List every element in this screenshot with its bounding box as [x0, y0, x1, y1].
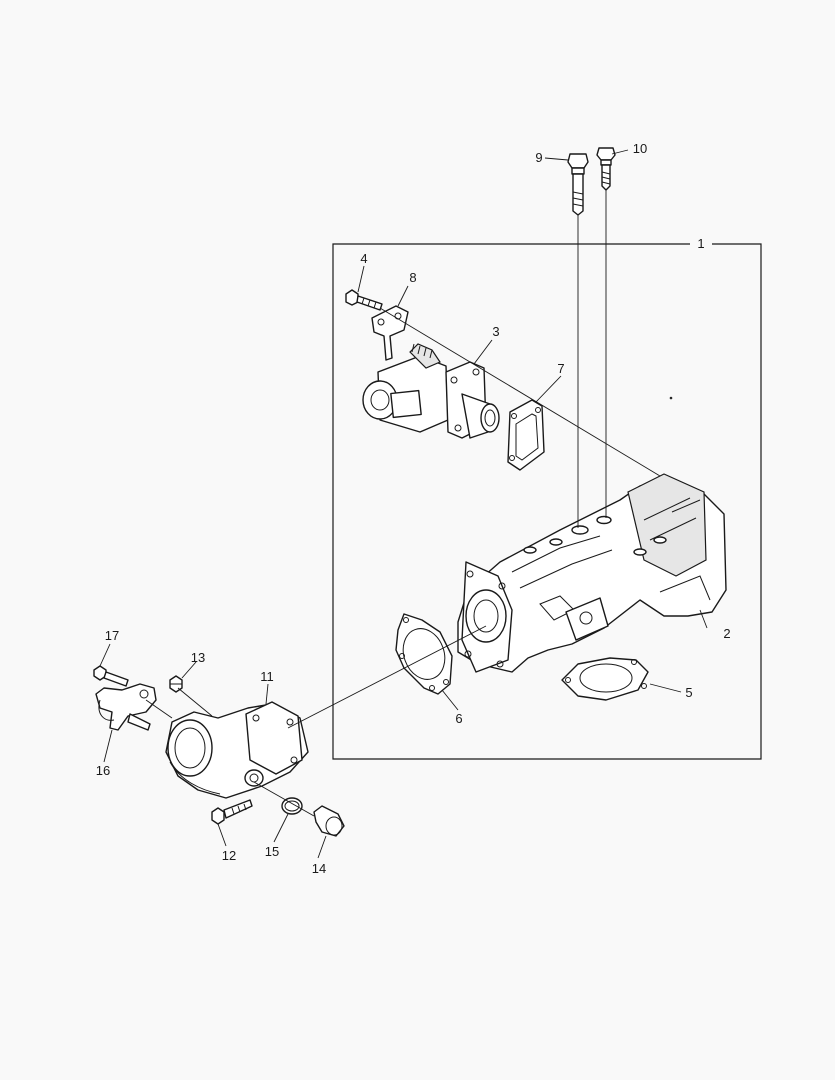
leader-lines [99, 149, 708, 859]
callout-8: 8 [409, 270, 416, 285]
assembly-frame [332, 243, 762, 760]
gasket-5[interactable] [561, 657, 649, 701]
callout-16: 16 [96, 763, 110, 778]
callout-1: 1 [697, 236, 704, 251]
bolt-17[interactable] [93, 665, 129, 687]
callout-2: 2 [723, 626, 730, 641]
reference-dot [669, 396, 673, 400]
callout-15: 15 [265, 844, 279, 859]
bolt-12[interactable] [211, 799, 253, 825]
manifold-2[interactable] [457, 473, 727, 673]
pipe-connector-11[interactable] [165, 701, 309, 799]
callout-12: 12 [222, 848, 236, 863]
gasket-7[interactable] [507, 399, 545, 471]
callout-9: 9 [535, 150, 542, 165]
egr-valve-3[interactable] [362, 343, 500, 439]
plug-14[interactable] [313, 805, 345, 837]
bolt-9[interactable] [567, 153, 589, 216]
callout-5: 5 [685, 685, 692, 700]
callout-10: 10 [633, 141, 647, 156]
callout-6: 6 [455, 711, 462, 726]
nut-13[interactable] [169, 675, 183, 693]
callout-4: 4 [360, 251, 367, 266]
gasket-6[interactable] [395, 613, 453, 695]
callout-13: 13 [191, 650, 205, 665]
callout-labels: 1 2 3 4 5 6 7 8 9 10 11 12 13 14 15 16 1… [96, 141, 731, 876]
bolt-4[interactable] [345, 289, 383, 311]
o-ring-15[interactable] [281, 797, 303, 815]
sensor-16[interactable] [95, 683, 157, 731]
callout-17: 17 [105, 628, 119, 643]
callout-11: 11 [260, 669, 274, 684]
callout-7: 7 [557, 361, 564, 376]
callout-14: 14 [312, 861, 326, 876]
callout-3: 3 [492, 324, 499, 339]
bolt-10[interactable] [596, 147, 616, 191]
